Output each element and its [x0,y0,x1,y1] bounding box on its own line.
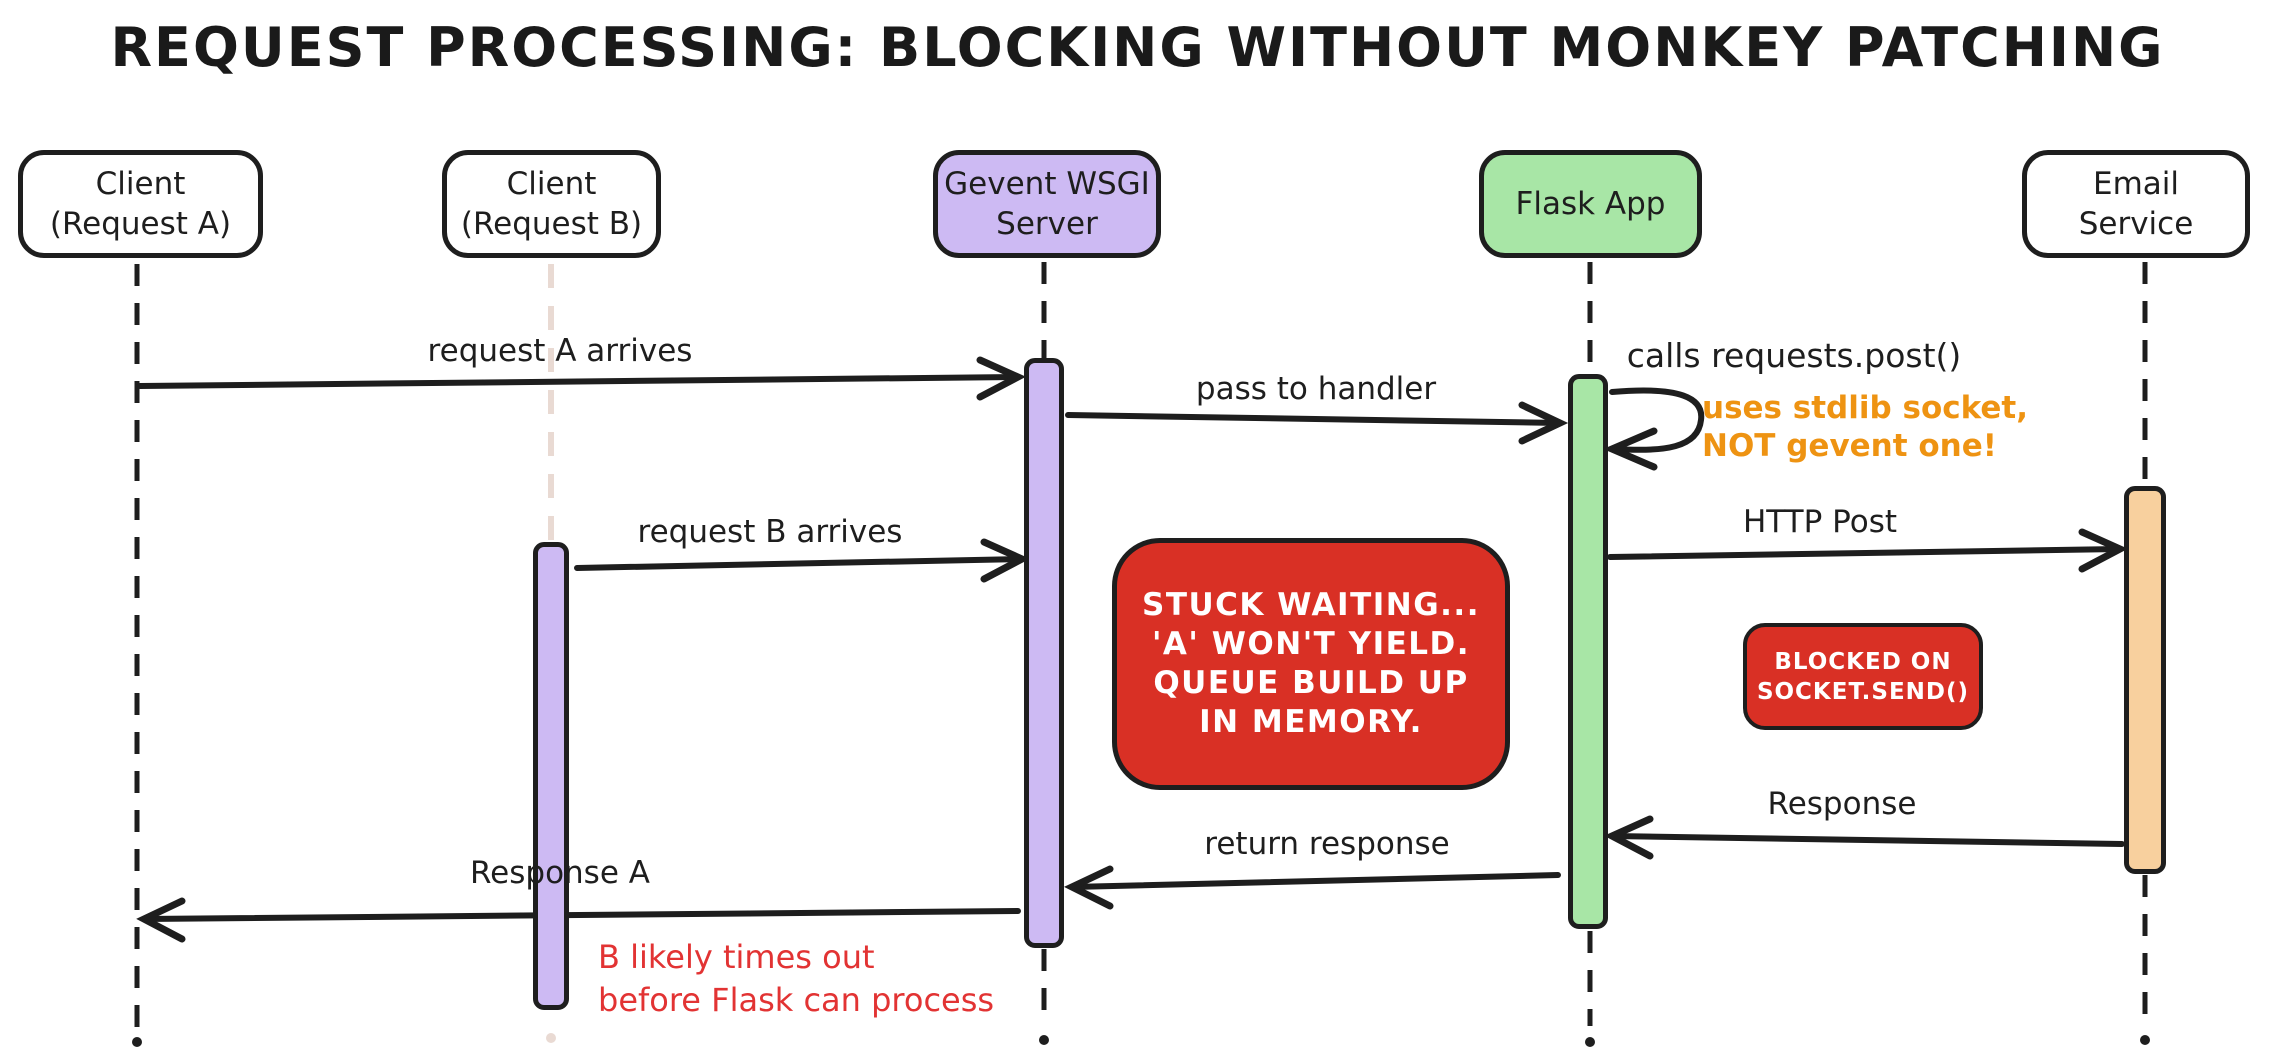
arrow-response [1609,833,2125,847]
lifeline-end-dot-email [2140,1035,2150,1045]
arrow-self-loop-requests-post [1609,387,1705,453]
note-blocked-line1: BLOCKED ON [1774,648,1952,675]
arrowhead-pass-to-handler [1518,401,1569,445]
actor-gevent-line2: Server [996,206,1098,242]
diagram-title: REQUEST PROCESSING: BLOCKING WITHOUT MON… [110,16,2165,79]
activation-bar-email [2124,486,2166,874]
lifeline-end-dot-flask [1585,1037,1595,1047]
actor-client-request-a: Client (Request A) [18,150,263,258]
note-blocked-line2: SOCKET.SEND() [1756,678,1970,705]
note-stuck-line2: 'A' WON'T YIELD. [1151,626,1471,662]
actor-client-a-line2: (Request A) [49,206,232,242]
actor-flask-app: Flask App [1479,150,1702,258]
note-b-timeout-line2: before Flask can process [598,981,995,1019]
note-stdlib-socket-line1: uses stdlib socket, [1702,390,2029,426]
label-request-a-arrives: request A arrives [427,333,693,369]
arrowhead-self-loop [1603,427,1658,471]
arrow-response-a [141,908,1021,922]
actor-client-a-line1: Client [95,166,186,202]
label-request-b-arrives: request B arrives [637,514,903,550]
arrowhead-response-a [136,897,186,943]
actor-client-request-b: Client (Request B) [442,150,661,258]
arrow-http-post [1607,546,2123,560]
label-response: Response [1767,786,1917,822]
arrow-pass-to-handler [1065,412,1563,426]
label-response-a: Response A [470,855,650,891]
note-b-timeout: B likely times out before Flask can proc… [598,936,994,1022]
activation-bar-gevent [1024,358,1064,948]
note-stdlib-socket-line2: NOT gevent one! [1702,428,1997,464]
actor-flask-label: Flask App [1515,186,1666,222]
actor-gevent-wsgi-server: Gevent WSGI Server [933,150,1161,258]
arrow-request-b [574,556,1025,571]
note-stdlib-socket: uses stdlib socket, NOT gevent one! [1702,389,2028,465]
activation-bar-client-b [533,542,569,1010]
arrowhead-request-b [980,538,1030,583]
lifeline-end-dot-gevent [1039,1035,1049,1045]
note-stuck-line1: STUCK WAITING... [1142,587,1480,623]
note-stuck-waiting: STUCK WAITING... 'A' WON'T YIELD. QUEUE … [1112,538,1510,790]
label-pass-to-handler: pass to handler [1195,371,1437,407]
label-return-response: return response [1204,826,1450,862]
label-http-post: HTTP Post [1742,504,1898,540]
lifeline-end-dot-client-b-faded [546,1033,556,1043]
actor-email-service: Email Service [2022,150,2250,258]
note-stuck-line4: IN MEMORY. [1199,704,1423,740]
arrowhead-request-a [976,356,1026,401]
arrowhead-response [1604,815,1654,860]
actor-email-line2: Service [2078,206,2194,242]
actor-client-b-line2: (Request B) [460,206,643,242]
note-b-timeout-line1: B likely times out [598,938,875,976]
lifeline-end-dot-client-a [132,1037,142,1047]
actor-client-b-line1: Client [506,166,597,202]
arrowhead-return-response [1064,865,1114,910]
actor-gevent-line1: Gevent WSGI [944,166,1150,202]
arrowhead-http-post [2078,528,2128,573]
label-calls-requests-post: calls requests.post() [1626,336,1962,375]
note-stuck-line3: QUEUE BUILD UP [1153,665,1469,701]
actor-email-line1: Email [2092,166,2179,202]
activation-bar-flask [1568,374,1608,929]
arrow-request-a [137,374,1021,389]
note-blocked-on-socket-send: BLOCKED ON SOCKET.SEND() [1743,623,1983,730]
arrow-return-response [1069,872,1561,890]
